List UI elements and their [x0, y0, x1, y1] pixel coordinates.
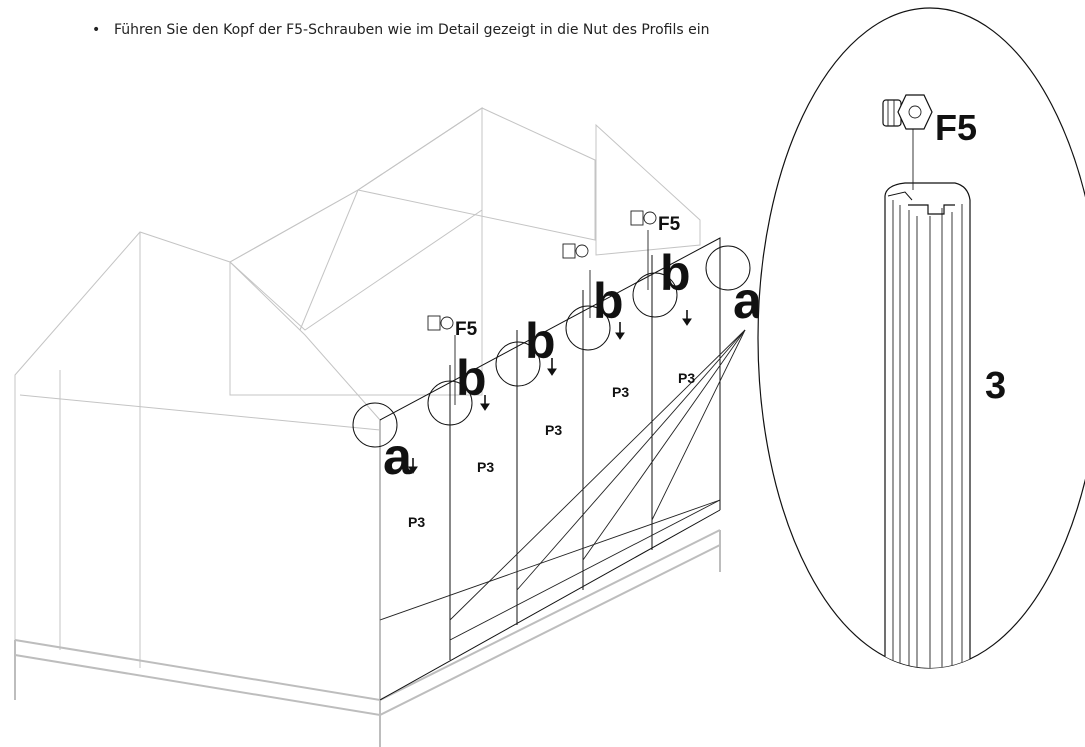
screw-markers: [408, 210, 692, 474]
panel-label-2: P3: [477, 459, 494, 475]
label-a-left: a: [383, 428, 413, 486]
screw-label-2: F5: [658, 214, 681, 235]
label-b-2: b: [525, 313, 556, 369]
bullet-icon: •: [92, 22, 101, 38]
screw-label-1: F5: [455, 319, 478, 340]
panel-label-4: P3: [612, 384, 629, 400]
callout-circles: [352, 245, 751, 448]
side-panels: [379, 237, 746, 701]
bolt-icon: [427, 315, 454, 331]
bolt-icon: [882, 94, 933, 130]
label-b-3: b: [593, 273, 624, 329]
instruction-item: • Führen Sie den Kopf der F5-Schrauben w…: [92, 20, 834, 40]
down-arrow-icon: [408, 310, 692, 474]
panel-label-1: P3: [408, 514, 425, 530]
detail-screw-label: F5: [935, 107, 977, 148]
instruction-text: Führen Sie den Kopf der F5-Schrauben wie…: [114, 22, 710, 38]
label-b-1: b: [456, 350, 487, 406]
step-number: 3: [985, 365, 1006, 407]
panel-label-5: P3: [678, 370, 695, 386]
panel-label-3: P3: [545, 422, 562, 438]
greenhouse-frame: [14, 107, 721, 747]
label-b-4: b: [660, 245, 691, 301]
bolt-icon: [562, 243, 589, 259]
bolt-icon: [630, 210, 657, 226]
detail-view: F5 3: [757, 7, 1085, 669]
